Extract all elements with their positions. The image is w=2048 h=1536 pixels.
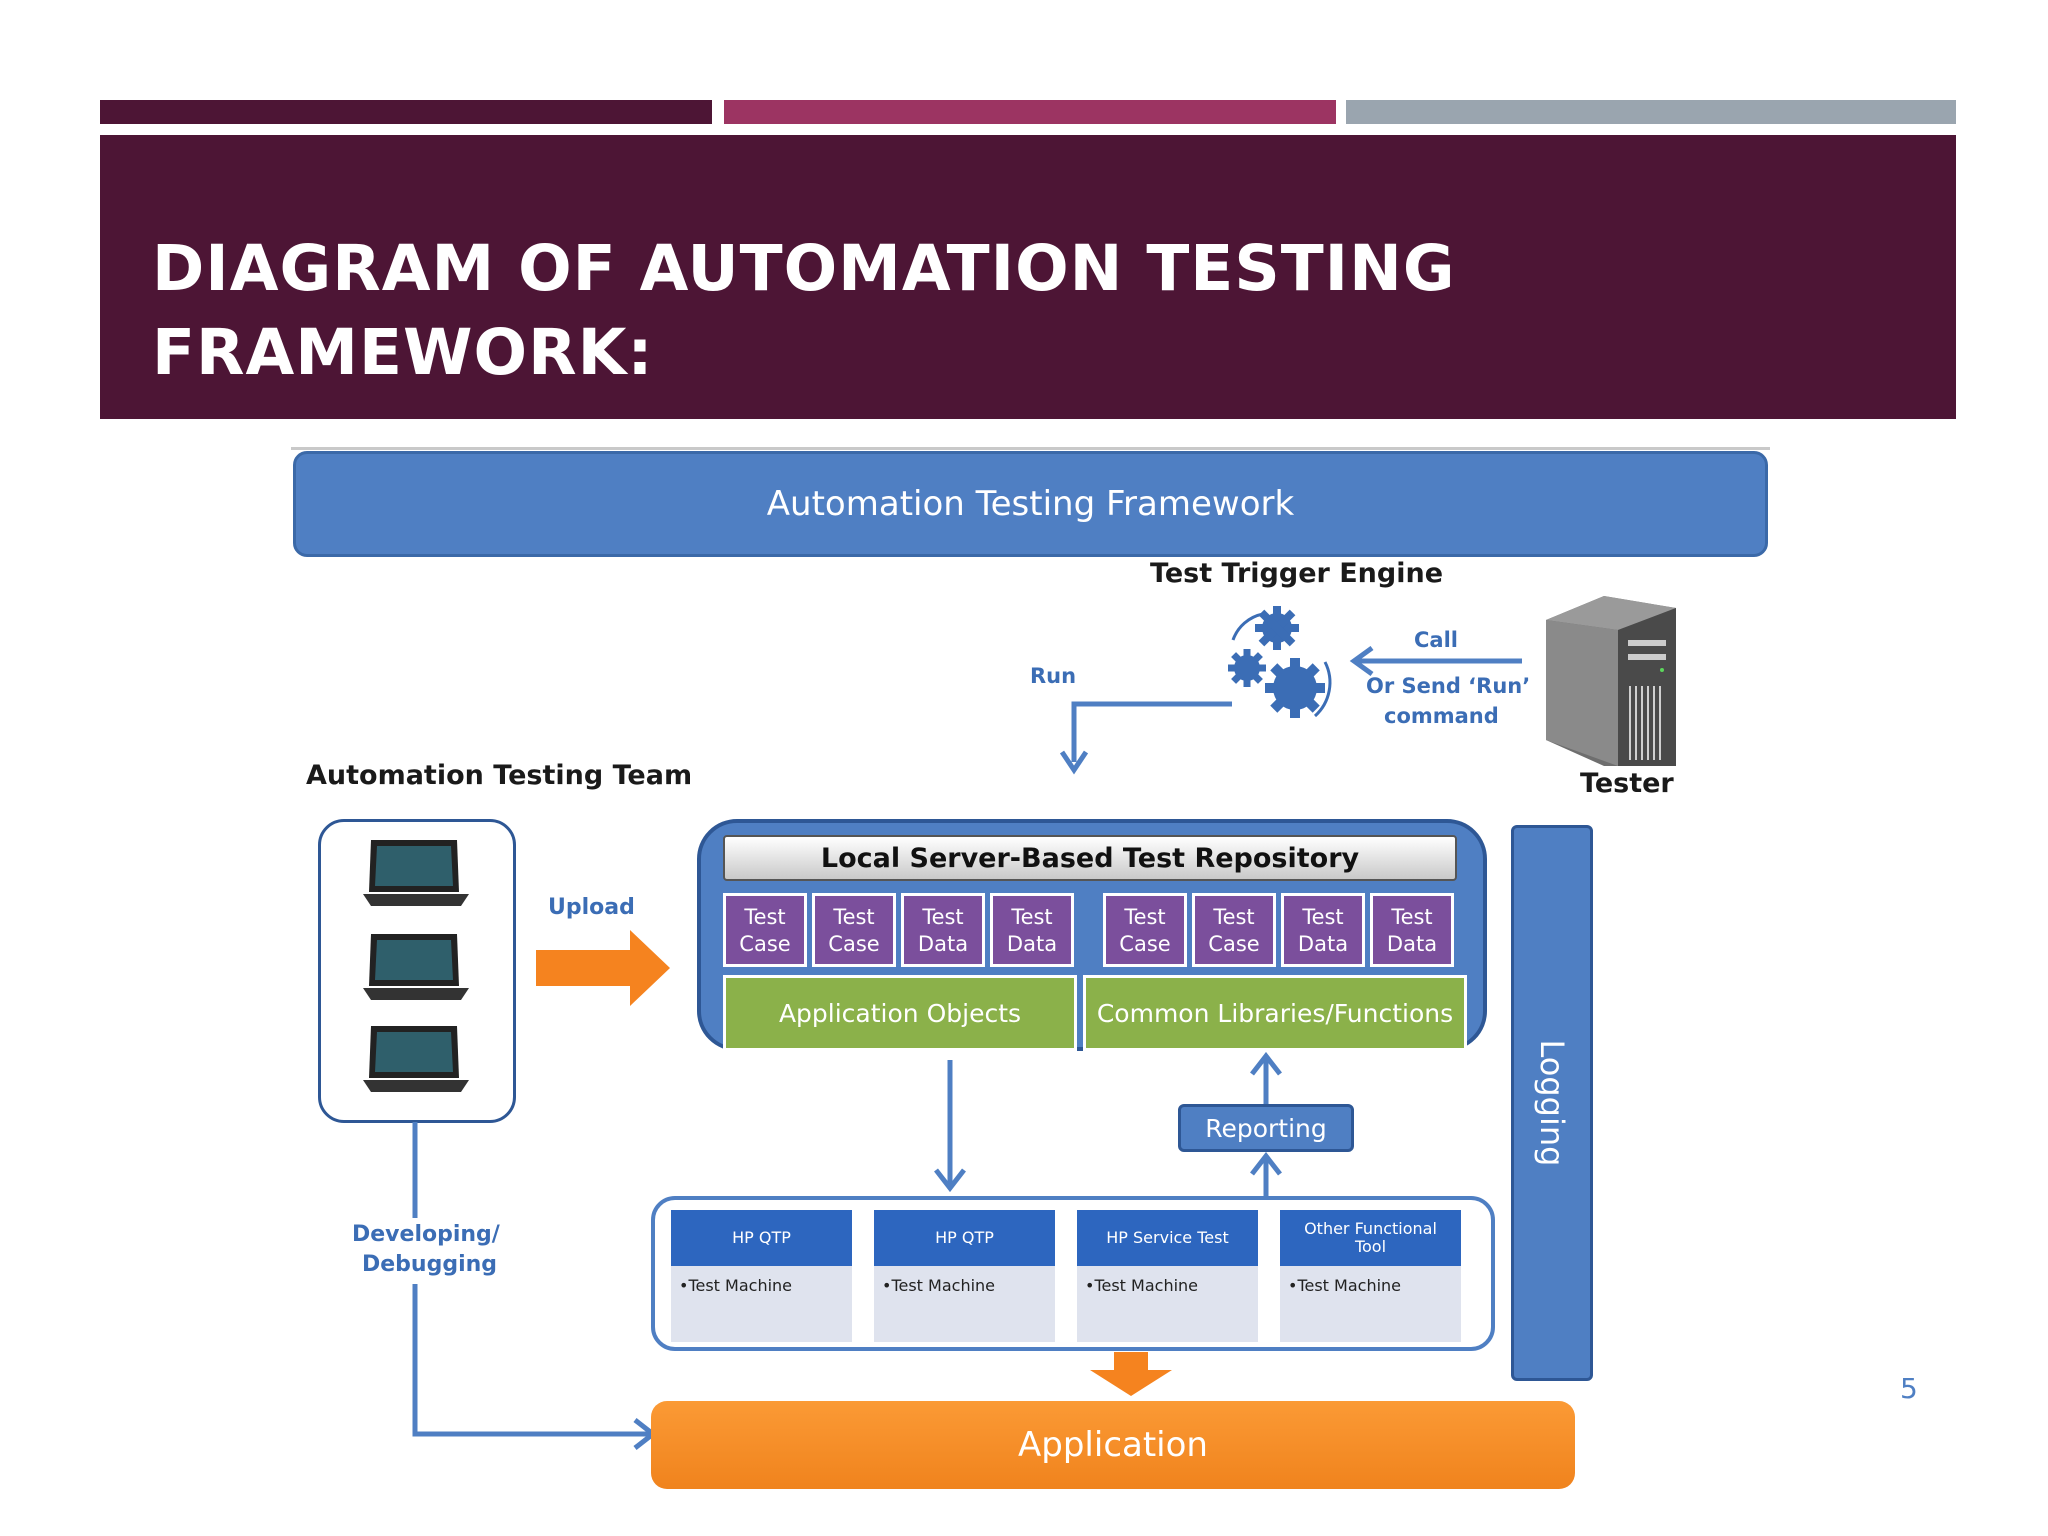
application-objects-box: Application Objects bbox=[723, 975, 1077, 1051]
application-box: Application bbox=[651, 1401, 1575, 1489]
tile-line: Test bbox=[1011, 905, 1053, 929]
tile-line: Test bbox=[1124, 905, 1166, 929]
tile-line: Test bbox=[1213, 905, 1255, 929]
tile-line: Data bbox=[1386, 932, 1438, 956]
page-number: 5 bbox=[1900, 1372, 1918, 1405]
upload-label: Upload bbox=[548, 895, 635, 920]
laptop-icon bbox=[363, 934, 469, 1000]
tile-line: Data bbox=[1297, 932, 1349, 956]
machine-tool: HP QTP bbox=[874, 1210, 1055, 1266]
tester-label: Tester bbox=[1580, 768, 1674, 799]
tile-line: Test bbox=[1302, 905, 1344, 929]
machine-item: •Test Machine bbox=[679, 1276, 793, 1295]
application-label: Application bbox=[1018, 1425, 1208, 1465]
machine-tool: HP Service Test bbox=[1077, 1210, 1258, 1266]
test-machine-card: Other Functional Tool •Test Machine bbox=[1280, 1210, 1461, 1342]
team-label: Automation Testing Team bbox=[306, 760, 693, 791]
accent-bar-middle bbox=[724, 100, 1336, 124]
tile-line: Case bbox=[739, 932, 791, 956]
reporting-label: Reporting bbox=[1205, 1113, 1327, 1143]
tile-line: Case bbox=[1119, 932, 1171, 956]
machine-item: •Test Machine bbox=[1288, 1276, 1402, 1295]
machines-to-application-arrow bbox=[1090, 1352, 1172, 1396]
server-icon bbox=[1546, 596, 1676, 766]
repository-title-label: Local Server-Based Test Repository bbox=[820, 842, 1360, 874]
framework-banner-label: Automation Testing Framework bbox=[766, 484, 1295, 524]
test-machine-card: HP QTP •Test Machine bbox=[874, 1210, 1055, 1342]
repo-to-machines-arrow bbox=[934, 1060, 966, 1193]
developing-label-line2: Debugging bbox=[362, 1252, 498, 1277]
slide-title: DIAGRAM OF AUTOMATION TESTING FRAMEWORK: bbox=[152, 227, 1456, 395]
tile-line: Test bbox=[744, 905, 786, 929]
tile-line: Test bbox=[922, 905, 964, 929]
accent-bar-right bbox=[1346, 100, 1956, 124]
developing-arrow bbox=[412, 1122, 658, 1450]
run-label: Run bbox=[1030, 664, 1077, 688]
machine-item: •Test Machine bbox=[882, 1276, 996, 1295]
laptop-icon bbox=[363, 840, 469, 906]
team-box bbox=[318, 819, 516, 1123]
logging-label: Logging bbox=[1533, 1039, 1571, 1167]
accent-bar-left bbox=[100, 100, 712, 124]
gears-icon bbox=[1228, 606, 1332, 718]
repository-title: Local Server-Based Test Repository bbox=[723, 835, 1457, 881]
banner-top-rule bbox=[291, 447, 1770, 450]
machines-to-reporting-arrow bbox=[1250, 1152, 1282, 1196]
framework-banner: Automation Testing Framework bbox=[293, 451, 1768, 557]
application-objects-label: Application Objects bbox=[778, 998, 1022, 1028]
machine-tool: HP QTP bbox=[671, 1210, 852, 1266]
send-run-label-line2: command bbox=[1384, 704, 1499, 728]
send-run-label-line1: Or Send ‘Run’ bbox=[1366, 674, 1531, 698]
logging-bar: Logging bbox=[1511, 825, 1593, 1381]
test-machine-card: HP QTP •Test Machine bbox=[671, 1210, 852, 1342]
developing-label-bg bbox=[350, 1218, 480, 1284]
test-machines-group: HP QTP •Test Machine HP QTP •Test Machin… bbox=[651, 1196, 1495, 1351]
reporting-box: Reporting bbox=[1178, 1104, 1354, 1152]
test-machine-card: HP Service Test •Test Machine bbox=[1077, 1210, 1258, 1342]
call-label: Call bbox=[1414, 628, 1458, 652]
tile-line: Case bbox=[1208, 932, 1260, 956]
run-arrow bbox=[1060, 701, 1232, 775]
common-libraries-box: Common Libraries/Functions bbox=[1083, 975, 1467, 1051]
common-libraries-label: Common Libraries/Functions bbox=[1096, 998, 1454, 1028]
tile-line: Test bbox=[1391, 905, 1433, 929]
tile-line: Test bbox=[833, 905, 875, 929]
developing-label-line1: Developing/ bbox=[352, 1222, 500, 1247]
machine-tool: Other Functional Tool bbox=[1280, 1210, 1461, 1266]
slide-title-line1: DIAGRAM OF AUTOMATION TESTING bbox=[152, 232, 1456, 305]
tile-line: Data bbox=[1006, 932, 1058, 956]
laptop-icon bbox=[363, 1026, 469, 1092]
reporting-up-arrow bbox=[1250, 1052, 1282, 1104]
tile-line: Case bbox=[828, 932, 880, 956]
call-arrow bbox=[1349, 646, 1522, 676]
slide-header: DIAGRAM OF AUTOMATION TESTING FRAMEWORK: bbox=[100, 135, 1956, 419]
tile-line: Data bbox=[917, 932, 969, 956]
upload-arrow bbox=[536, 930, 670, 1006]
trigger-engine-label: Test Trigger Engine bbox=[1150, 558, 1444, 589]
slide-title-line2: FRAMEWORK: bbox=[152, 316, 654, 389]
machine-item: •Test Machine bbox=[1085, 1276, 1199, 1295]
